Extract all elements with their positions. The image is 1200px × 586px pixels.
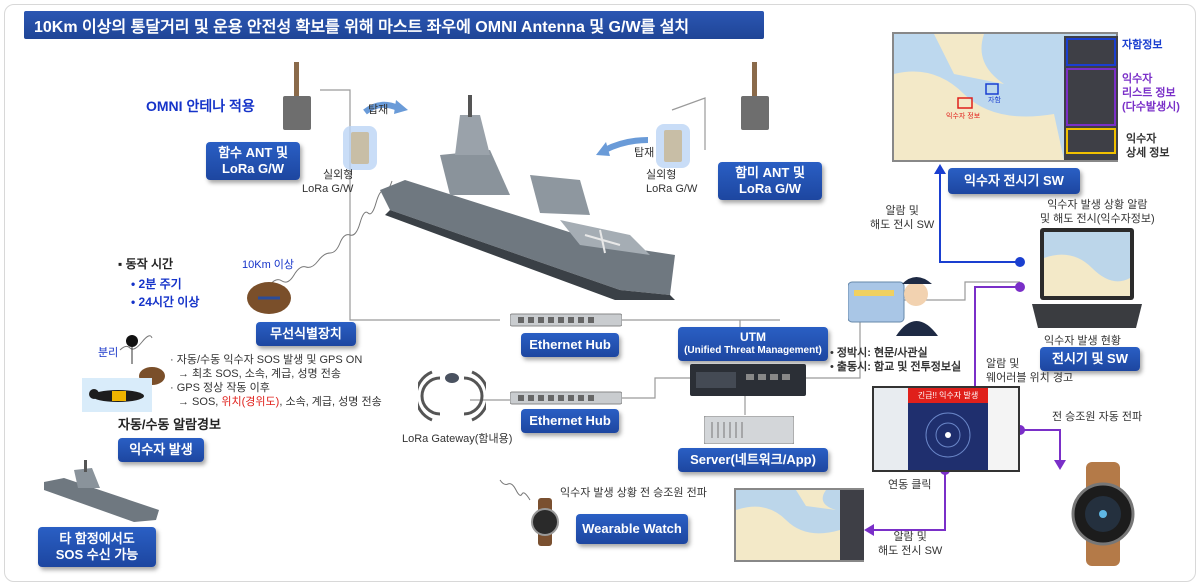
diver-icon <box>82 378 152 412</box>
outdoor-gateway-left-icon <box>343 126 377 170</box>
tablet-display-icon <box>1032 228 1142 328</box>
link-click-label: 연동 클릭 <box>888 479 932 491</box>
status-now-label: 익수자 발생 현황 <box>1044 335 1121 347</box>
utm-appliance-icon <box>690 364 806 396</box>
wearable-watch-icon <box>1071 462 1135 566</box>
outdoor-gateway-right-icon <box>656 124 690 168</box>
mob-display-sw-box: 익수자 전시기 SW <box>948 168 1080 194</box>
bottom-side-panel <box>840 490 864 560</box>
sos-note-1: · 자동/수동 익수자 SOS 발생 및 GPS ON <box>170 354 363 366</box>
alert-center-panel: 긴급!! 익수자 발생 <box>908 388 988 470</box>
wireless-id-box: 무선식별장치 <box>256 322 356 346</box>
own-ship-annotation: 자함정보 <box>1122 39 1163 51</box>
radar-icon <box>925 412 971 458</box>
outdoor-lora-left-label: 실외형 LoRa G/W <box>302 169 354 195</box>
bow-antenna-box: 함수 ANT 및 LoRa G/W <box>206 142 300 180</box>
alert-right-panel <box>988 388 1018 470</box>
operation-title: ▪ 동작 시간 <box>118 257 174 271</box>
warship-illustration <box>380 95 675 300</box>
officer-icon <box>848 277 938 336</box>
other-ship-icon <box>44 460 159 522</box>
omni-apply-label: OMNI 안테나 적용 <box>146 98 255 114</box>
header-banner: 10Km 이상의 통달거리 및 운용 안전성 확보를 위해 마스트 좌우에 OM… <box>24 11 764 39</box>
alarm-chart-sw-top-label: 알람 및 해도 전시 SW <box>870 205 935 231</box>
wearable-watch-box: Wearable Watch <box>576 514 688 544</box>
lora-gateway-label: LoRa Gateway(함내용) <box>402 433 513 445</box>
sos-note-3: · GPS 정상 작동 이후 <box>170 382 270 394</box>
server-box: Server(네트워크/App) <box>678 448 828 472</box>
alert-screen: 긴급!! 익수자 발생 <box>872 386 1020 472</box>
header-title: 10Km 이상의 통달거리 및 운용 안전성 확보를 위해 마스트 좌우에 OM… <box>34 19 690 36</box>
wearable-notice-label: 익수자 발생 상황 전 승조원 전파 <box>560 487 707 499</box>
utm-subtitle: (Unified Threat Management) <box>684 345 822 356</box>
sos-notes: · 자동/수동 익수자 SOS 발생 및 GPS ON → 최초 SOS, 소속… <box>170 353 410 409</box>
map-own-label: 자함 <box>988 95 1001 104</box>
mob-detail-annotation: 익수자 상세 정보 <box>1126 133 1170 159</box>
mob-occur-box: 익수자 발생 <box>118 438 204 462</box>
utm-notes: • 정박시: 현문/사관실 • 출동시: 함교 및 전투정보실 <box>830 346 990 374</box>
mob-display-screen: 자함 익수자 정보 <box>892 32 1118 162</box>
mount-label-right: 탑재 <box>634 147 655 159</box>
chart-map-image: 자함 익수자 정보 <box>894 34 1064 160</box>
ethernet-hub-1-box: Ethernet Hub <box>521 333 619 357</box>
stern-antenna-box: 함미 ANT 및 LoRa G/W <box>718 162 822 200</box>
omni-antenna-bow-icon <box>283 62 311 130</box>
ethernet-hub-1-icon <box>510 313 622 327</box>
side-panel <box>1064 36 1118 160</box>
auto-manual-alarm-label: 자동/수동 알람경보 <box>118 417 221 432</box>
range-label: 10Km 이상 <box>242 259 295 271</box>
operation-item-1: • 2분 주기 <box>131 277 182 291</box>
watch-small-icon <box>531 498 559 546</box>
crew-wide-label: 전 승조원 자동 전파 <box>1052 411 1143 423</box>
utm-box: UTM (Unified Threat Management) <box>678 327 828 361</box>
operation-item-2: • 24시간 이상 <box>131 295 200 309</box>
separation-label: 분리 <box>98 347 119 359</box>
status-alarm-label: 익수자 발생 상황 알람 및 해도 전시(익수자정보) <box>1040 199 1155 225</box>
mob-detail-panel <box>1066 128 1116 154</box>
display-sw-box: 전시기 및 SW <box>1040 347 1140 371</box>
omni-antenna-stern-icon <box>741 62 769 130</box>
own-ship-panel <box>1066 38 1116 66</box>
outer-frame <box>4 4 1196 582</box>
ethernet-hub-2-box: Ethernet Hub <box>521 409 619 433</box>
bottom-chart-screen <box>734 488 864 562</box>
sos-note-4: → SOS, 위치(경위도), 소속, 계급, 성명 전송 <box>178 396 382 408</box>
map-mob-label: 익수자 정보 <box>946 111 981 120</box>
lora-gateway-icon <box>418 370 486 422</box>
alarm-chart-sw-bottom-label: 알람 및 해도 전시 SW <box>878 531 943 557</box>
utm-title: UTM <box>740 330 766 344</box>
alarm-wearable-label: 알람 및 웨어러블 위치 경고 <box>986 358 1074 384</box>
bottom-map-image <box>736 490 840 560</box>
alert-left-panel <box>874 388 908 470</box>
outdoor-lora-right-label: 실외형 LoRa G/W <box>646 169 698 195</box>
mount-label-left: 탑재 <box>368 104 389 116</box>
sos-note-2: → 최초 SOS, 소속, 계급, 성명 전송 <box>178 368 341 380</box>
utm-note-2: • 출동시: 함교 및 전투정보실 <box>830 361 962 373</box>
ethernet-hub-2-icon <box>510 391 622 405</box>
utm-note-1: • 정박시: 현문/사관실 <box>830 347 928 359</box>
beacon-icon <box>126 335 138 364</box>
wireless-id-device-icon <box>247 282 291 314</box>
alert-title: 긴급!! 익수자 발생 <box>908 388 988 403</box>
other-ship-box: 타 함정에서도 SOS 수신 가능 <box>38 527 156 567</box>
mob-list-panel <box>1066 68 1116 126</box>
server-icon <box>704 416 794 444</box>
mob-list-annotation: 익수자 리스트 정보 (다수발생시) <box>1122 73 1180 113</box>
